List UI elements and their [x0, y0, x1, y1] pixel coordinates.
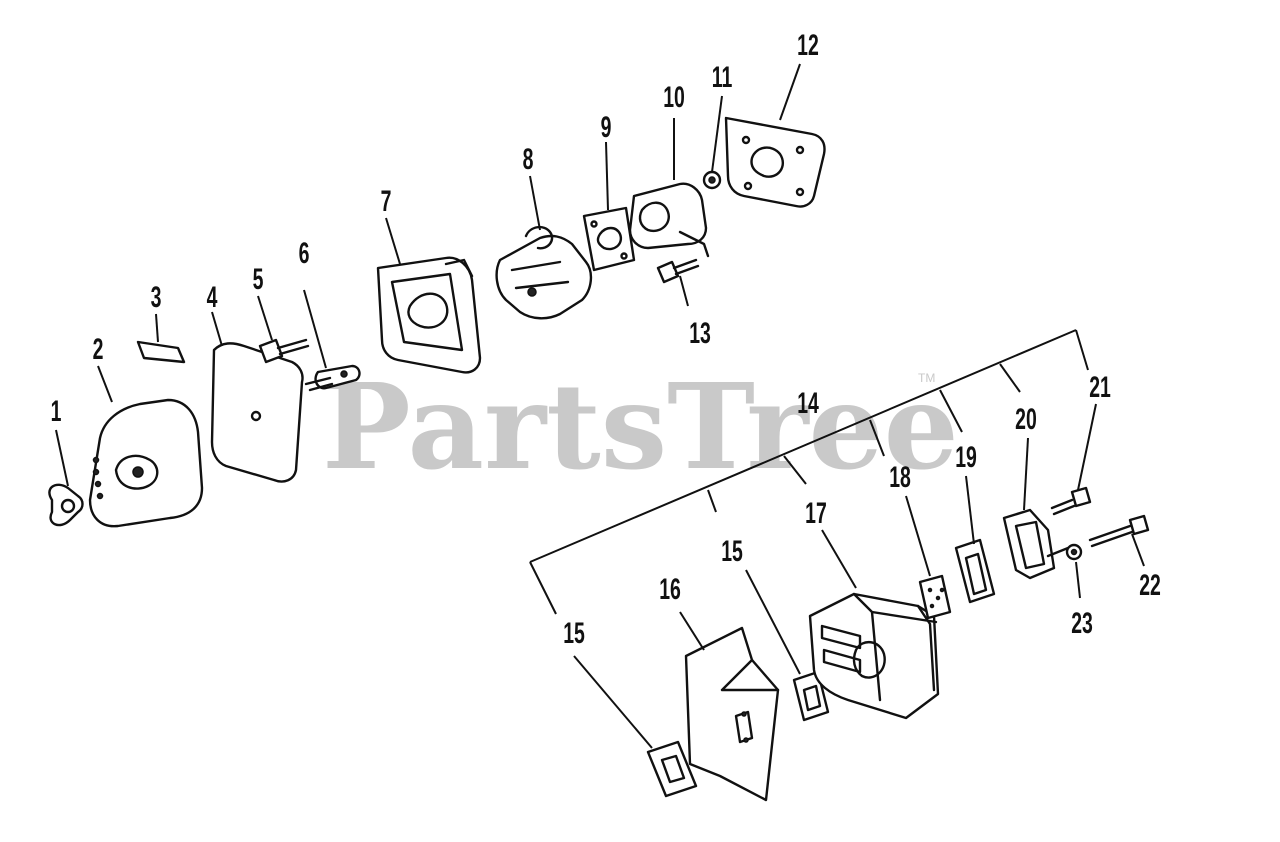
part-20-flange: [1002, 508, 1070, 580]
callout-11: 11: [712, 61, 733, 94]
callout-5: 5: [253, 263, 264, 296]
leader-lines: [55, 63, 1145, 749]
part-19-gasket: [954, 538, 996, 604]
callout-13: 13: [689, 317, 711, 350]
part-5-bolt: [258, 338, 310, 364]
part-1-wing-nut: [48, 483, 84, 527]
callout-17: 17: [805, 497, 827, 530]
callout-22: 22: [1139, 569, 1161, 602]
callout-8: 8: [523, 143, 534, 176]
callout-18: 18: [889, 461, 911, 494]
part-21-bolt: [1050, 486, 1092, 516]
part-18-screen: [918, 574, 952, 620]
part-8-carburetor: [495, 225, 593, 320]
part-12-gasket-plate: [724, 116, 826, 208]
part-2-air-filter-cover: [88, 398, 204, 528]
watermark: PartsTree TM: [322, 357, 959, 496]
part-9-gasket: [582, 206, 636, 272]
watermark-trademark: TM: [918, 371, 935, 385]
part-13-bolt: [656, 258, 700, 284]
callout-3: 3: [151, 281, 162, 314]
callout-12: 12: [797, 29, 819, 62]
callout-15-middle: 15: [721, 535, 743, 568]
callout-6: 6: [299, 237, 310, 270]
watermark-text: PartsTree: [322, 357, 959, 496]
part-23-nut: [1065, 543, 1083, 561]
part-15-gasket-left: [646, 740, 698, 798]
callout-23: 23: [1071, 607, 1093, 640]
callout-19: 19: [955, 441, 977, 474]
part-6-bracket: [304, 364, 361, 392]
part-4-filter-element: [210, 342, 304, 483]
callout-labels: 1 2 3 4 5 6 7 8 9 10 11 12 13 14 15 15 1…: [51, 29, 1161, 650]
callout-14: 14: [797, 387, 819, 420]
callout-16: 16: [659, 573, 681, 606]
callout-4: 4: [207, 281, 218, 314]
part-17-muffler: [808, 592, 940, 720]
part-7-housing: [376, 256, 482, 374]
part-10-insulator: [628, 182, 710, 258]
callout-20: 20: [1015, 403, 1037, 436]
part-22-long-bolt: [1088, 514, 1150, 548]
callout-15-left: 15: [563, 617, 585, 650]
callout-9: 9: [601, 111, 612, 144]
callout-21: 21: [1089, 371, 1111, 404]
callout-10: 10: [663, 81, 685, 114]
part-11-washer: [702, 170, 722, 190]
callout-7: 7: [381, 185, 392, 218]
part-16-heat-shield: [684, 626, 780, 802]
part-3-pad: [136, 340, 186, 364]
callout-2: 2: [93, 333, 104, 366]
callout-1: 1: [51, 395, 62, 428]
